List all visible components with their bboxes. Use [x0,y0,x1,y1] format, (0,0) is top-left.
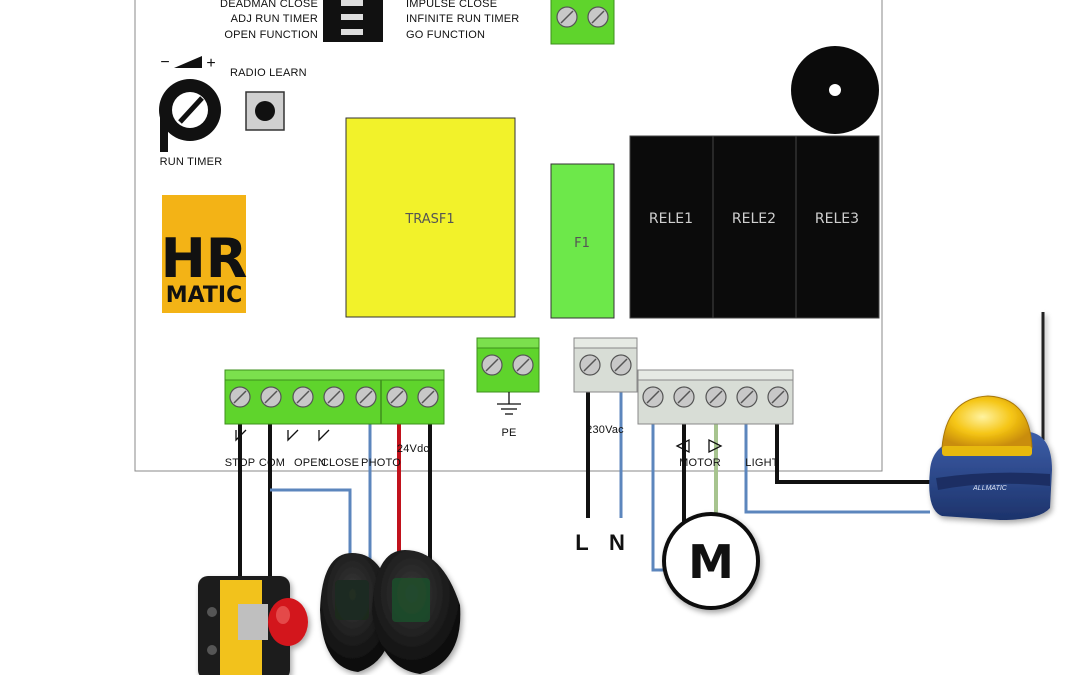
dip-switch[interactable] [323,0,383,42]
logo-line1: HR [161,227,248,290]
transformer-label: TRASF1 [404,212,454,227]
photocell-1 [320,553,393,672]
terminal-label-24vdc: 24Vdc [397,443,429,455]
motor-direction-icons [675,438,723,454]
wire-light-live [775,424,940,484]
terminal-label-close: CLOSE [321,457,359,469]
motor-symbol [662,512,760,610]
ramp-icon [174,56,202,68]
line-label: L [575,530,588,555]
buzzer [791,46,879,134]
wire-com-photo [270,488,352,560]
run-timer-label: RUN TIMER [160,156,223,168]
logo-line2: MATIC [166,283,243,308]
terminal-label-photo: PHOTO [361,457,401,469]
light-label: LIGHT [745,457,778,469]
terminal-block-top [550,0,615,45]
motor-light-terminal-screws[interactable] [642,386,789,408]
dip-left-label-2: ADJ RUN TIMER [231,13,318,25]
radio-learn-label: RADIO LEARN [230,67,307,79]
dip-left-label-1: DEADMAN CLOSE [220,0,318,10]
input-terminal-screws[interactable] [229,386,439,408]
radio-learn-button[interactable] [245,91,285,131]
lamp-brand: ALLMATIC [972,485,1008,492]
flashing-lamp [929,312,1052,520]
terminal-label-com: COM [259,457,285,469]
relay-3-label: RELE3 [815,211,859,227]
dip-right-label-1: IMPULSE CLOSE [406,0,497,10]
dip-right-label-3: GO FUNCTION [406,29,485,41]
run-timer-trimmer[interactable] [159,79,221,152]
photocell-2 [372,550,461,674]
motor-letter: M [688,535,734,589]
input-switch-symbols [235,429,330,442]
terminal-label-open: OPEN [294,457,326,469]
pe-label: PE [501,427,516,439]
hr-matic-logo: HR MATIC [161,195,248,313]
relay-1-label: RELE1 [649,211,693,227]
transformer [345,117,516,318]
fuse-label: F1 [574,236,590,251]
mains-terminal-screws[interactable] [579,354,632,376]
wire-light-neutral [744,424,930,514]
fuse [550,163,615,319]
trimmer-plus: + [206,55,215,72]
relay-2-label: RELE2 [732,211,776,227]
earth-icon [497,392,521,415]
dip-right-label-2: INFINITE RUN TIMER [406,13,519,25]
relay-1: RELE1 [629,135,714,319]
terminal-label-stop: STOP [225,457,256,469]
trimmer-minus: − [160,54,169,71]
mains-label: 230Vac [586,424,624,436]
relay-2: RELE2 [712,135,797,319]
relay-3: RELE3 [795,135,880,319]
dip-left-label-3: OPEN FUNCTION [224,29,318,41]
motor-label: MOTOR [679,457,721,469]
stop-button [198,576,308,680]
neutral-label: N [609,530,625,555]
pe-terminal-screws[interactable] [481,354,534,376]
